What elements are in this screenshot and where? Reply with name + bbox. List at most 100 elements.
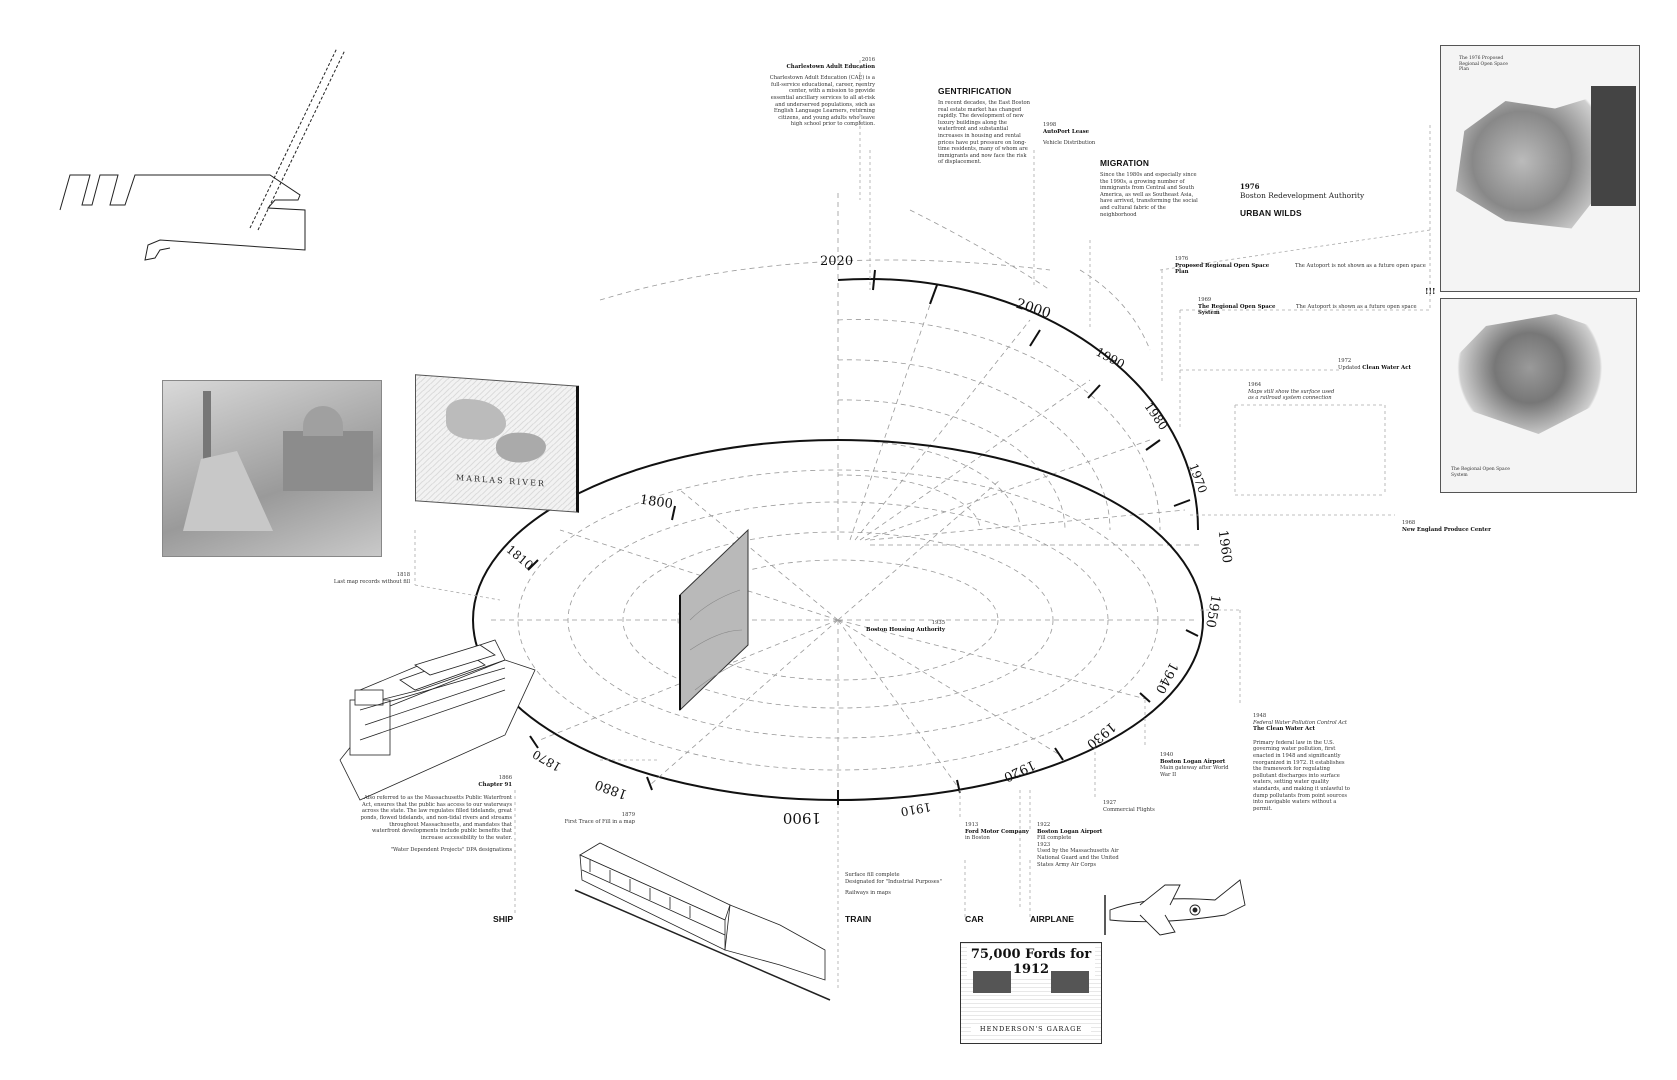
commercial-year: 1927 [1103,800,1117,806]
year-2020: 2020 [820,254,853,269]
bra-title: Boston Redevelopment Authority [1240,191,1365,200]
housing-title: Boston Housing Authority [866,626,945,633]
fwpca-year: 1948 [1253,713,1267,719]
year-1870: 1870 [530,747,563,774]
logan-1922-sub: Fill complete [1037,835,1072,842]
year-1800: 1800 [639,493,674,512]
migration-heading: MIGRATION [1100,158,1150,168]
annotation-logan-1940: 1940 Boston Logan Airport Main gateway a… [1160,752,1232,778]
year-1900: 1900 [783,809,821,827]
annotation-chapter91: 1866 Chapter 91 Also referred to as the … [360,775,512,854]
autoport-year: 1998 [1043,122,1057,128]
fwpca-title: The Clean Water Act [1253,726,1315,733]
logan-1922-body: Used by the Massachusetts Air National G… [1037,848,1119,868]
gentrification-heading: GENTRIFICATION [938,86,1012,96]
chapter91-title: Chapter 91 [478,781,512,788]
first-trace-text: First Trace of Fill in a map [564,818,635,825]
annotation-bra: 1976 Boston Redevelopment Authority URBA… [1240,182,1390,218]
annotation-cae: 2016 Charlestown Adult Education Charles… [765,57,875,128]
maps-1964-text: Maps still show the surface used as a ra… [1248,388,1335,402]
cae-body: Charlestown Adult Education (CAE) is a f… [769,75,875,128]
ship-illustration [339,639,536,801]
year-2000: 2000 [1014,296,1053,322]
gentrification-body: In recent decades, the East Boston real … [938,100,1030,166]
annotation-ford: 1913 Ford Motor Company in Boston [965,822,1035,842]
regional-plan-year: 1976 [1175,256,1189,262]
regional-system-title: The Regional Open Space System [1198,303,1276,317]
site-outline-sketch [59,47,346,261]
chapter91-note: "Water Dependent Projects" DPA designati… [390,847,512,854]
surface-fill-l1: Surface fill complete [845,872,900,878]
regional-plan-note: The Autoport is not shown as a future op… [1295,263,1426,269]
annotation-gentrification: GENTRIFICATION In recent decades, the Ea… [938,86,1030,166]
ford-sub: in Boston [965,835,990,842]
logan-1940-body: Main gateway after World War II [1160,765,1229,778]
annotation-regional-system: 1969 The Regional Open Space System [1198,297,1298,317]
historic-engraving-image [162,380,382,557]
year-1930: 1930 [1083,719,1118,752]
fwpca-italic: Federal Water Pollution Control Act [1253,719,1347,726]
regional-system-year: 1969 [1198,297,1212,303]
commercial-text: Commercial Flights [1103,806,1155,813]
first-trace-year: 1879 [621,812,635,818]
bra-year: 1976 [1240,182,1260,191]
migration-body: Since the 1980s and especially since the… [1100,172,1198,218]
annotation-last-map: 1818 Last map records without fill [300,572,410,585]
central-map-panel [679,528,749,712]
ford-newspaper-ad-image: 75,000 Fords for 1912 HENDERSON'S GARAGE [960,942,1102,1044]
chapter91-year: 1866 [498,775,512,781]
upper-ellipse [837,190,1200,546]
year-1880: 1880 [593,776,629,801]
engraved-map-image: MARLAS RIVER [415,374,579,513]
logan-1922-year: 1922 [1037,822,1051,828]
logan-1922-title: Boston Logan Airport [1037,828,1103,835]
clean-water-1972-year: 1972 [1338,358,1352,364]
year-1940: 1940 [1152,660,1181,696]
annotation-clean-water-1972: 1972 Updated Clean Water Act [1338,358,1418,371]
logan-1940-title: Boston Logan Airport [1160,758,1226,765]
housing-year: 1935 [931,620,945,626]
year-1970: 1970 [1186,462,1210,495]
year-1920: 1920 [1001,757,1037,785]
map2-title: The Regional Open Space System [1451,467,1510,478]
produce-year: 1968 [1402,520,1416,526]
regional-plan-exclaim: !!! [1425,286,1436,296]
lower-ellipse [472,439,1204,805]
logan-1940-year: 1940 [1160,752,1174,758]
annotation-regional-plan: 1976 Proposed Regional Open Space Plan [1175,256,1275,276]
regional-plan-map-image: The 1976 Proposed Regional Open Space Pl… [1440,45,1640,292]
annotation-first-trace: 1879 First Trace of Fill in a map [545,812,635,825]
regional-plan-title: Proposed Regional Open Space Plan [1175,262,1270,276]
annotation-produce: 1968 New England Produce Center [1402,520,1522,533]
airplane-illustration [1104,879,1246,936]
mode-airplane-label: AIRPLANE [1030,914,1074,924]
annotation-housing: 1935 Boston Housing Authority [845,620,945,633]
chapter91-body: Also referred to as the Massachusetts Pu… [360,795,512,841]
annotation-autoport: 1998 AutoPort Lease Vehicle Distribution [1043,122,1123,147]
annotation-fwpca: 1948 Federal Water Pollution Control Act… [1253,713,1353,812]
last-map-year: 1818 [396,572,410,578]
autoport-sub: Vehicle Distribution [1043,140,1096,147]
cae-title: Charlestown Adult Education [786,63,876,70]
bra-urban-wilds: URBAN WILDS [1240,208,1302,218]
annotation-migration: MIGRATION Since the 1980s and especially… [1100,158,1202,218]
produce-title: New England Produce Center [1402,526,1491,533]
mode-car-label: CAR [965,914,984,924]
year-1990: 1990 [1093,345,1127,372]
ad-footer: HENDERSON'S GARAGE [971,1025,1091,1033]
regional-system-note: The Autoport is shown as a future open s… [1296,304,1417,310]
leader-lines [414,60,1431,990]
annotation-logan-1922: 1922 Boston Logan Airport Fill complete … [1037,822,1127,868]
fwpca-body: Primary federal law in the U.S. governin… [1253,739,1350,812]
surface-fill-l3: Railways in maps [845,890,891,897]
year-1910: 1910 [900,800,933,819]
logan-1922-year2: 1923 [1037,841,1051,848]
mode-ship-label: SHIP [493,914,514,924]
annotation-surface-fill: Surface fill complete Designated for "In… [845,872,955,897]
maps-1964-year: 1964 [1248,382,1262,388]
autoport-title: AutoPort Lease [1043,128,1090,135]
cae-year: 2016 [861,57,875,63]
year-1960: 1960 [1215,529,1234,564]
mode-train-label: TRAIN [845,914,872,924]
